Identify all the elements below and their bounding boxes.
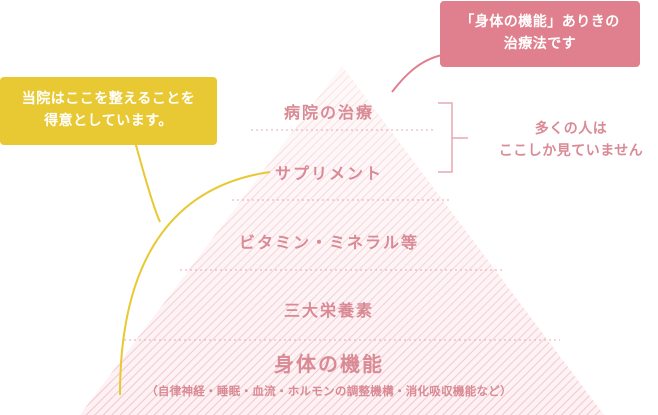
- top-callout-connector: [391, 54, 443, 93]
- top-right-callout-line1: 「身体の機能」ありきの: [460, 14, 620, 30]
- layer-dividers: [124, 129, 560, 341]
- note-text: 多くの人は ここしか見ていません: [484, 118, 658, 162]
- layer-macronutrients: 三大栄養素: [283, 301, 374, 320]
- left-callout-curve: [119, 171, 271, 396]
- top-right-callout: 「身体の機能」ありきの 治療法です: [440, 1, 640, 67]
- layer-hospital-treatment: 病院の治療: [283, 103, 374, 122]
- layer-vitamins-minerals: ビタミン・ミネラル等: [238, 233, 419, 252]
- layer-body-function: 身体の機能: [274, 352, 384, 376]
- layer-supplements: サプリメント: [274, 164, 383, 183]
- note-bracket: [438, 102, 468, 173]
- top-right-callout-line2: 治療法です: [503, 36, 577, 52]
- layer-body-function-detail: （自律神経・睡眠・血流・ホルモンの調整機構・消化吸収機能など）: [146, 384, 512, 398]
- note-line2: ここしか見ていません: [498, 143, 644, 159]
- note-line1: 多くの人は: [534, 121, 608, 137]
- left-callout-line2: 得意としています。: [44, 113, 173, 129]
- left-callout: 当院はここを整えることを 得意としています。: [0, 77, 217, 145]
- left-callout-line1: 当院はここを整えることを: [21, 91, 196, 107]
